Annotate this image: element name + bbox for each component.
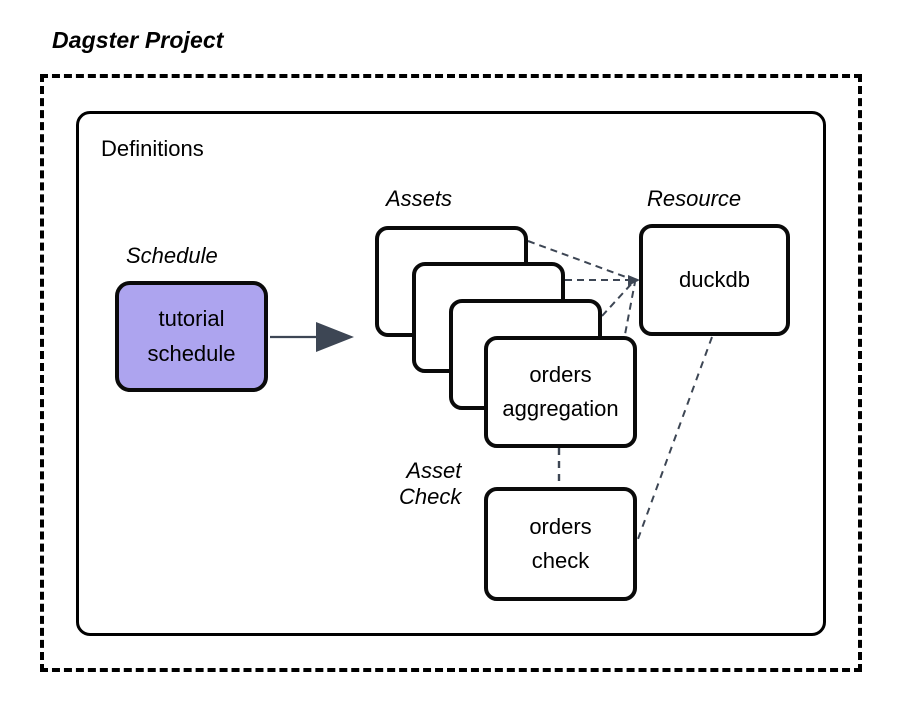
- group-label-schedule: Schedule: [126, 243, 218, 268]
- group-label-assets: Assets: [386, 186, 453, 211]
- node-label-line-2: aggregation: [502, 396, 619, 421]
- node-tutorial-schedule[interactable]: tutorial schedule: [115, 281, 268, 392]
- page-title: Dagster Project: [52, 27, 224, 53]
- node-label-line-1: orders: [529, 513, 592, 539]
- node-orders-aggregation[interactable]: orders aggregation: [484, 336, 637, 448]
- node-label-line-2: schedule: [147, 340, 236, 366]
- definitions-label: Definitions: [101, 136, 204, 161]
- node-duckdb[interactable]: duckdb: [639, 224, 790, 336]
- group-label-resource: Resource: [647, 186, 742, 211]
- group-label-asset-check: Asset Check: [399, 458, 462, 509]
- project-boundary: [40, 74, 862, 672]
- node-label-line-1: orders: [529, 361, 592, 387]
- node-label: duckdb: [679, 266, 750, 292]
- node-orders-check[interactable]: orders check: [484, 487, 637, 601]
- node-label-line-1: tutorial: [158, 306, 225, 332]
- node-label-line-2: check: [531, 548, 590, 573]
